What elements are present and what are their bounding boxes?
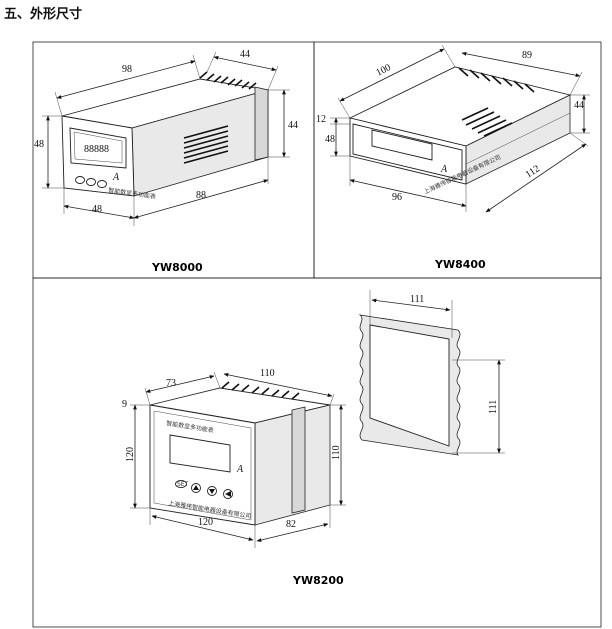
yw8400-dim-left-small: 12 <box>316 114 326 125</box>
yw8000-dim-top: 98 <box>122 64 132 75</box>
yw8200-dim-left-small: 9 <box>122 399 127 410</box>
yw8200-dim-top-depth: 110 <box>260 368 275 379</box>
yw8000-dim-right: 44 <box>288 120 298 131</box>
yw8000-button-2 <box>86 178 96 186</box>
yw8200-up-arrow-icon <box>193 485 199 490</box>
yw8200-cutout-width: 111 <box>410 294 424 305</box>
yw8000-button-1 <box>75 176 85 184</box>
yw8200-set-button-label: SET <box>177 481 189 488</box>
yw8000-display-digits: 88888 <box>84 144 109 155</box>
yw8200-dim-bottom-front: 120 <box>198 517 213 528</box>
section-title: 五、外形尺寸 <box>4 7 83 22</box>
yw8400-model-label: YW8400 <box>434 258 486 271</box>
yw8400-unit-label: A <box>440 164 448 175</box>
yw8200-unit-label: A <box>236 464 244 475</box>
yw8400-dim-top-right: 89 <box>522 50 532 61</box>
yw8000-drawing: 88888 A 智能数显多功能表 98 44 44 48 48 88 YW800… <box>34 49 298 274</box>
yw8200-dim-bottom-depth: 82 <box>286 519 296 530</box>
yw8400-dim-left: 48 <box>325 134 335 145</box>
yw8000-dim-top-right: 44 <box>240 49 250 60</box>
yw8200-enter-arrow-icon <box>225 491 231 497</box>
yw8200-set-button <box>175 479 187 489</box>
yw8000-dim-bottom-front: 48 <box>92 204 102 215</box>
yw8400-dim-right: 44 <box>574 100 584 111</box>
yw8200-dim-left: 120 <box>125 447 136 462</box>
yw8000-dim-left: 48 <box>34 139 44 150</box>
yw8200-dim-top-front: 73 <box>166 378 176 389</box>
yw8000-model-label: YW8000 <box>151 261 203 274</box>
yw8200-dim-right: 110 <box>331 445 342 460</box>
yw8200-down-arrow-icon <box>209 489 215 494</box>
yw8200-drawing: 智能数显多功能表 A SET 上海雅伟智能电器设备有限公司 73 110 9 1… <box>122 290 505 587</box>
yw8400-dim-bottom-front: 96 <box>392 192 402 203</box>
yw8400-drawing: A 上海雅伟智能电器设备有限公司 100 89 44 12 48 <box>316 44 590 271</box>
yw8400-dim-bottom-depth: 112 <box>524 163 542 180</box>
yw8000-button-3 <box>97 180 107 188</box>
yw8200-model-label: YW8200 <box>292 574 344 587</box>
yw8000-unit-label: A <box>112 172 120 183</box>
panel-frame-yw8200 <box>32 277 602 628</box>
yw8000-dim-bottom-depth: 88 <box>196 190 206 201</box>
yw8200-cutout-height: 111 <box>488 400 499 414</box>
